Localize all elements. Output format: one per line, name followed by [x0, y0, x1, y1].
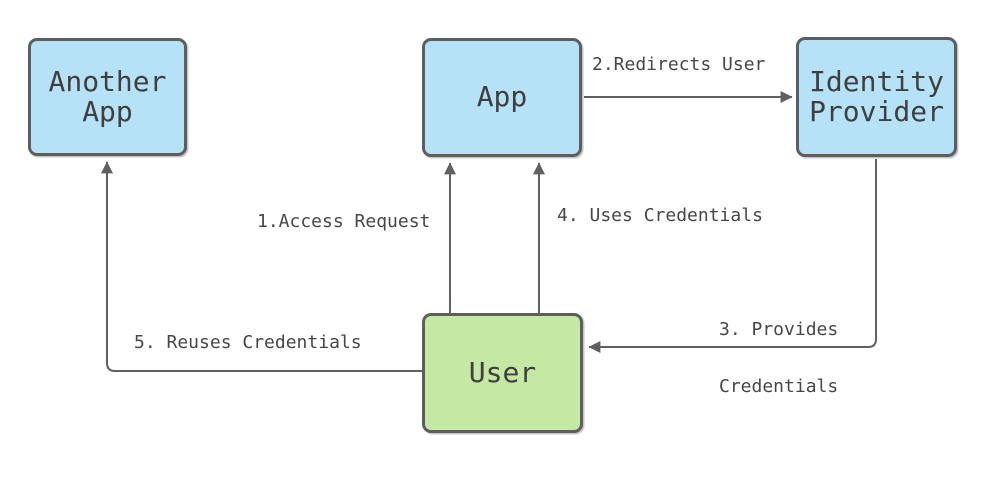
connector-label-reuses-credentials: 5. Reuses Credentials [134, 332, 362, 353]
node-user-label: User [468, 355, 537, 389]
connector-label-redirects-user: 2.Redirects User [592, 54, 766, 75]
node-app: App [422, 38, 582, 157]
connector-label-access-request: 1.Access Request [257, 211, 431, 232]
node-identity-provider: Identity Provider [796, 37, 957, 157]
connector-label-provides-credentials: 3. Provides Credentials [719, 282, 838, 434]
connector-label-provides-credentials-line1: 3. Provides [719, 319, 839, 340]
node-another-app-label: Another App [48, 64, 167, 128]
node-app-label: App [476, 80, 528, 114]
node-another-app: Another App [28, 38, 187, 156]
connector-label-provides-credentials-line2: Credentials [719, 376, 839, 397]
node-user: User [422, 313, 583, 433]
node-identity-provider-label: Identity Provider [809, 64, 944, 128]
connector-label-uses-credentials: 4. Uses Credentials [557, 205, 763, 226]
